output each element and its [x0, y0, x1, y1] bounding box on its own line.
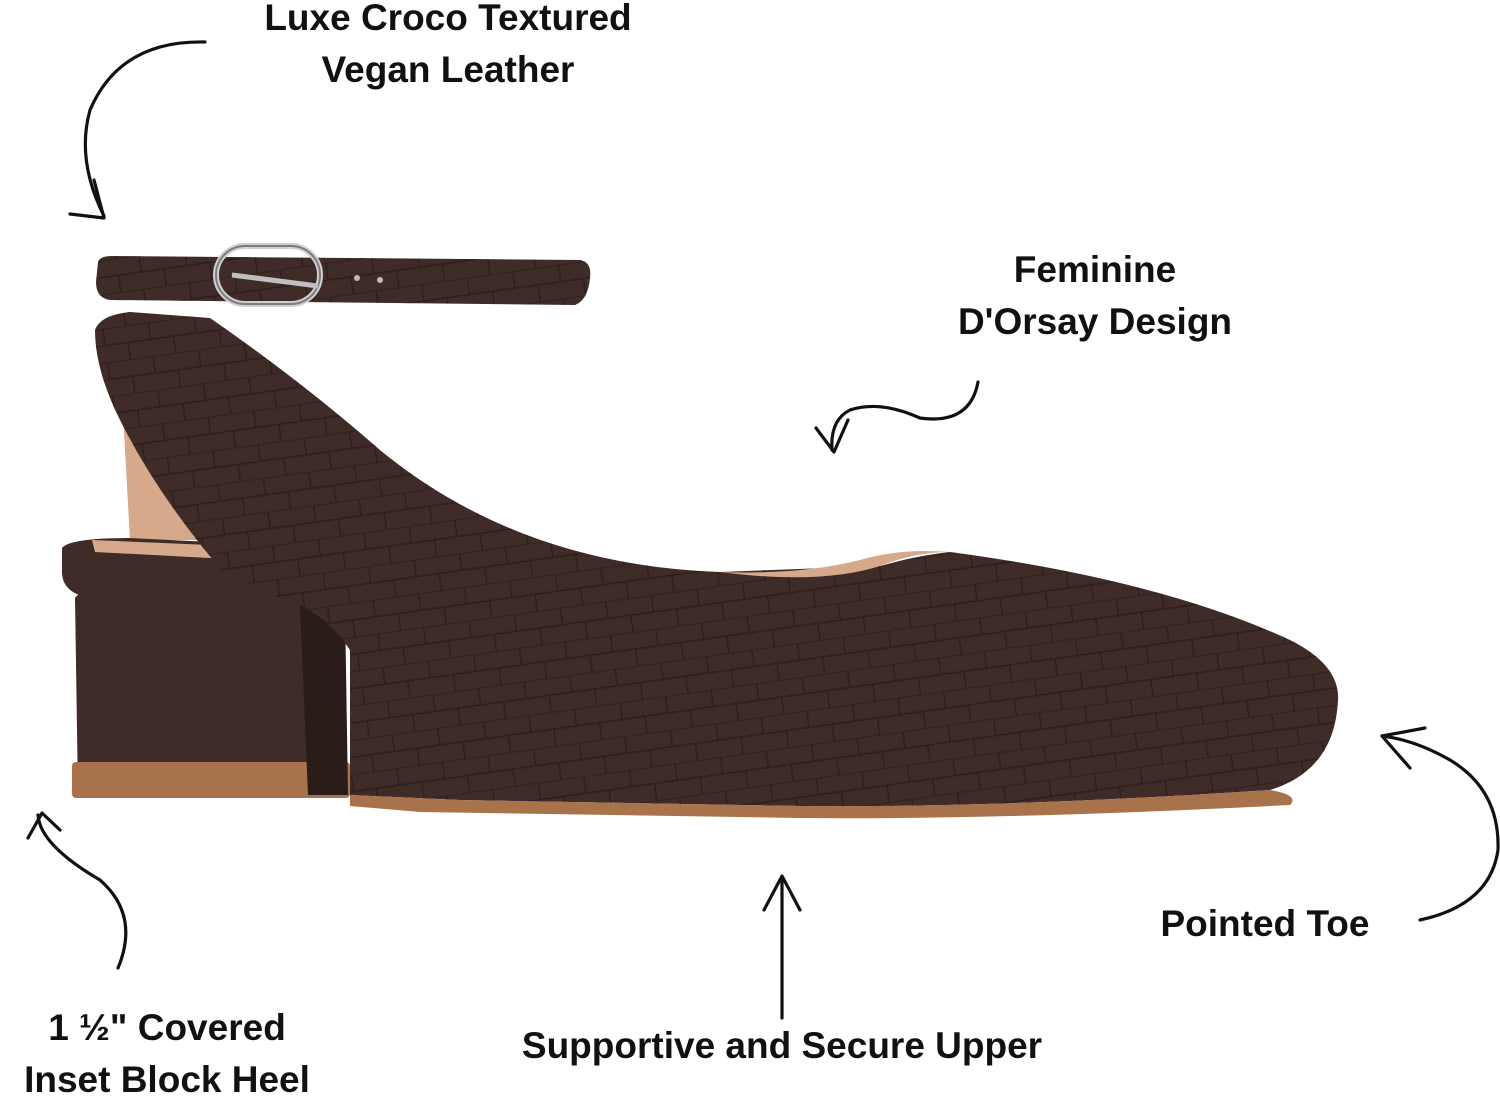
callout-upper: Supportive and Secure Upper	[470, 1020, 1094, 1072]
upper-arrow-icon	[762, 874, 802, 1020]
buckle-icon	[213, 243, 323, 307]
dorsay-opening	[720, 551, 950, 578]
callout-upper-text: Supportive and Secure Upper	[521, 1025, 1043, 1066]
heel-shadow	[300, 605, 348, 795]
callout-heel-line1: 1 ½" Covered	[48, 1007, 286, 1048]
callout-dorsay-line1: Feminine	[1013, 249, 1177, 290]
strap-hole	[354, 275, 360, 281]
callout-leather-line2: Vegan Leather	[321, 49, 575, 90]
callout-leather: Luxe Croco Textured Vegan Leather	[218, 0, 678, 96]
callout-leather-line1: Luxe Croco Textured	[264, 0, 632, 38]
heel-cap	[72, 762, 350, 798]
callout-dorsay: Feminine D'Orsay Design	[920, 244, 1270, 348]
toe-arrow-icon	[1380, 726, 1500, 922]
callout-dorsay-line2: D'Orsay Design	[957, 301, 1233, 342]
heel-arrow-icon	[26, 811, 128, 970]
callout-arrows	[26, 40, 1500, 1020]
leather-arrow-icon	[68, 40, 207, 220]
callout-toe-text: Pointed Toe	[1160, 903, 1370, 944]
dorsay-arrow-icon	[814, 380, 980, 454]
strap-hole	[377, 277, 383, 283]
callout-heel-line2: Inset Block Heel	[24, 1059, 310, 1100]
block-heel	[75, 591, 348, 795]
outsole	[350, 790, 1293, 819]
callout-toe: Pointed Toe	[1130, 898, 1400, 950]
callout-heel: 1 ½" Covered Inset Block Heel	[0, 1002, 334, 1106]
shoe	[62, 243, 1339, 819]
